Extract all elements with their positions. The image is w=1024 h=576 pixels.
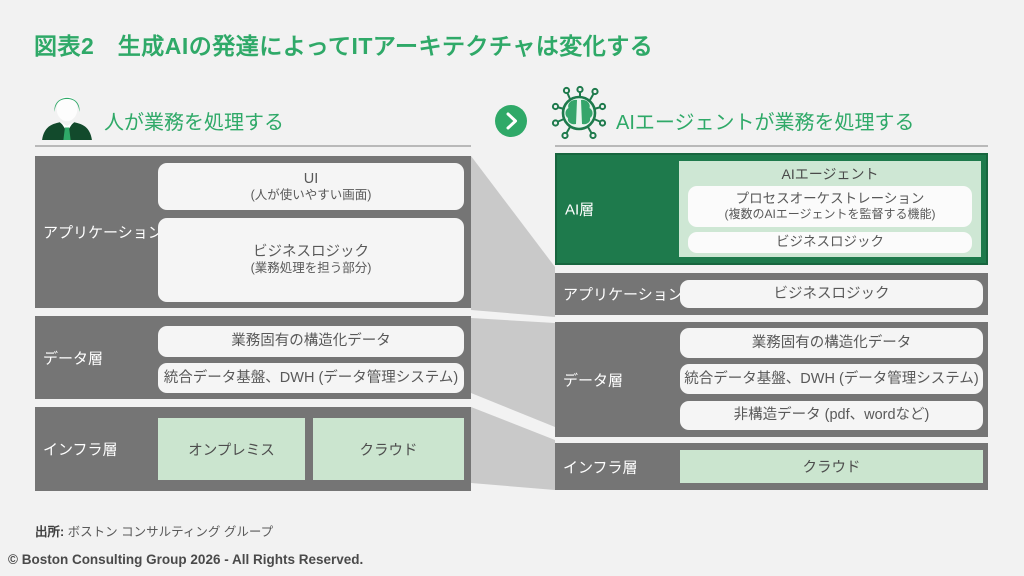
box-title: 統合データ基盤、DWH (データ管理システム) — [163, 369, 459, 386]
layer-label: データ層 — [43, 350, 104, 367]
layer-label: インフラ層 — [563, 459, 638, 476]
business-logic-box: ビジネスロジック (業務処理を担う部分) — [158, 218, 464, 302]
business-logic-box: ビジネスロジック — [680, 280, 983, 308]
right-ai-layer: AI層 AIエージェント プロセスオーケストレーション (複数のAIエージェント… — [555, 153, 988, 265]
dwh-box: 統合データ基盤、DWH (データ管理システム) — [158, 363, 464, 393]
chevron-right-icon — [495, 105, 527, 137]
unstructured-data-box: 非構造データ (pdf、wordなど) — [680, 401, 983, 430]
left-data-layer: データ層 業務固有の構造化データ 統合データ基盤、DWH (データ管理システム) — [35, 316, 471, 399]
box-subtitle: (人が使いやすい画面) — [250, 187, 372, 202]
structured-data-box: 業務固有の構造化データ — [680, 328, 983, 358]
box-title: 統合データ基盤、DWH (データ管理システム) — [684, 370, 979, 387]
business-logic-box: ビジネスロジック — [688, 232, 972, 253]
box-title: 非構造データ (pdf、wordなど) — [733, 407, 930, 424]
box-title: ビジネスロジック — [773, 285, 890, 302]
layer-label: データ層 — [563, 372, 624, 389]
box-title: プロセスオーケストレーション — [735, 191, 925, 207]
layer-mapping-connectors — [471, 156, 555, 490]
cloud-box: クラウド — [680, 450, 983, 483]
layer-label: AI層 — [565, 201, 595, 219]
source-label: 出所: — [35, 525, 65, 539]
page-title: 図表2 生成AIの発達によってITアーキテクチャは変化する — [34, 33, 654, 59]
box-title: UI — [303, 170, 319, 187]
copyright-notice: © Boston Consulting Group 2026 - All Rig… — [8, 552, 364, 567]
layer-label: アプリケーション層 — [563, 286, 698, 304]
right-header-divider — [555, 145, 988, 147]
ui-box: UI (人が使いやすい画面) — [158, 163, 464, 210]
source-text: ボストン コンサルティング グループ — [64, 525, 274, 539]
right-data-layer: データ層 業務固有の構造化データ 統合データ基盤、DWH (データ管理システム)… — [555, 322, 988, 437]
left-application-layer: アプリケーション層 UI (人が使いやすい画面) ビジネスロジック (業務処理を… — [35, 156, 471, 308]
box-subtitle: (業務処理を担う部分) — [250, 261, 372, 276]
box-title: ビジネスロジック — [253, 244, 369, 261]
right-section-header: AIエージェントが業務を処理する — [616, 112, 915, 134]
right-infra-layer: インフラ層 クラウド — [555, 443, 988, 490]
box-title: 業務固有の構造化データ — [751, 334, 912, 351]
left-header-divider — [35, 145, 471, 147]
ai-brain-icon — [551, 85, 607, 140]
right-application-layer: アプリケーション層 ビジネスロジック — [555, 273, 988, 315]
ai-agent-title: AIエージェント — [781, 165, 879, 182]
box-title: 業務固有の構造化データ — [231, 333, 391, 350]
structured-data-box: 業務固有の構造化データ — [158, 326, 464, 357]
on-premise-box: オンプレミス — [158, 418, 305, 480]
box-subtitle: (複数のAIエージェントを監督する機能) — [724, 207, 936, 222]
source-note: 出所: ボストン コンサルティング グループ — [35, 521, 273, 540]
dwh-box: 統合データ基盤、DWH (データ管理システム) — [680, 364, 983, 394]
layer-label: アプリケーション層 — [43, 224, 178, 242]
left-section-header: 人が業務を処理する — [104, 112, 284, 134]
cloud-box: クラウド — [313, 418, 464, 480]
businessman-icon — [42, 96, 92, 140]
left-infra-layer: インフラ層 オンプレミス クラウド — [35, 407, 471, 491]
ai-agent-container: AIエージェント プロセスオーケストレーション (複数のAIエージェントを監督す… — [679, 161, 981, 257]
process-orchestration-box: プロセスオーケストレーション (複数のAIエージェントを監督する機能) — [688, 186, 972, 227]
layer-label: インフラ層 — [43, 441, 118, 459]
